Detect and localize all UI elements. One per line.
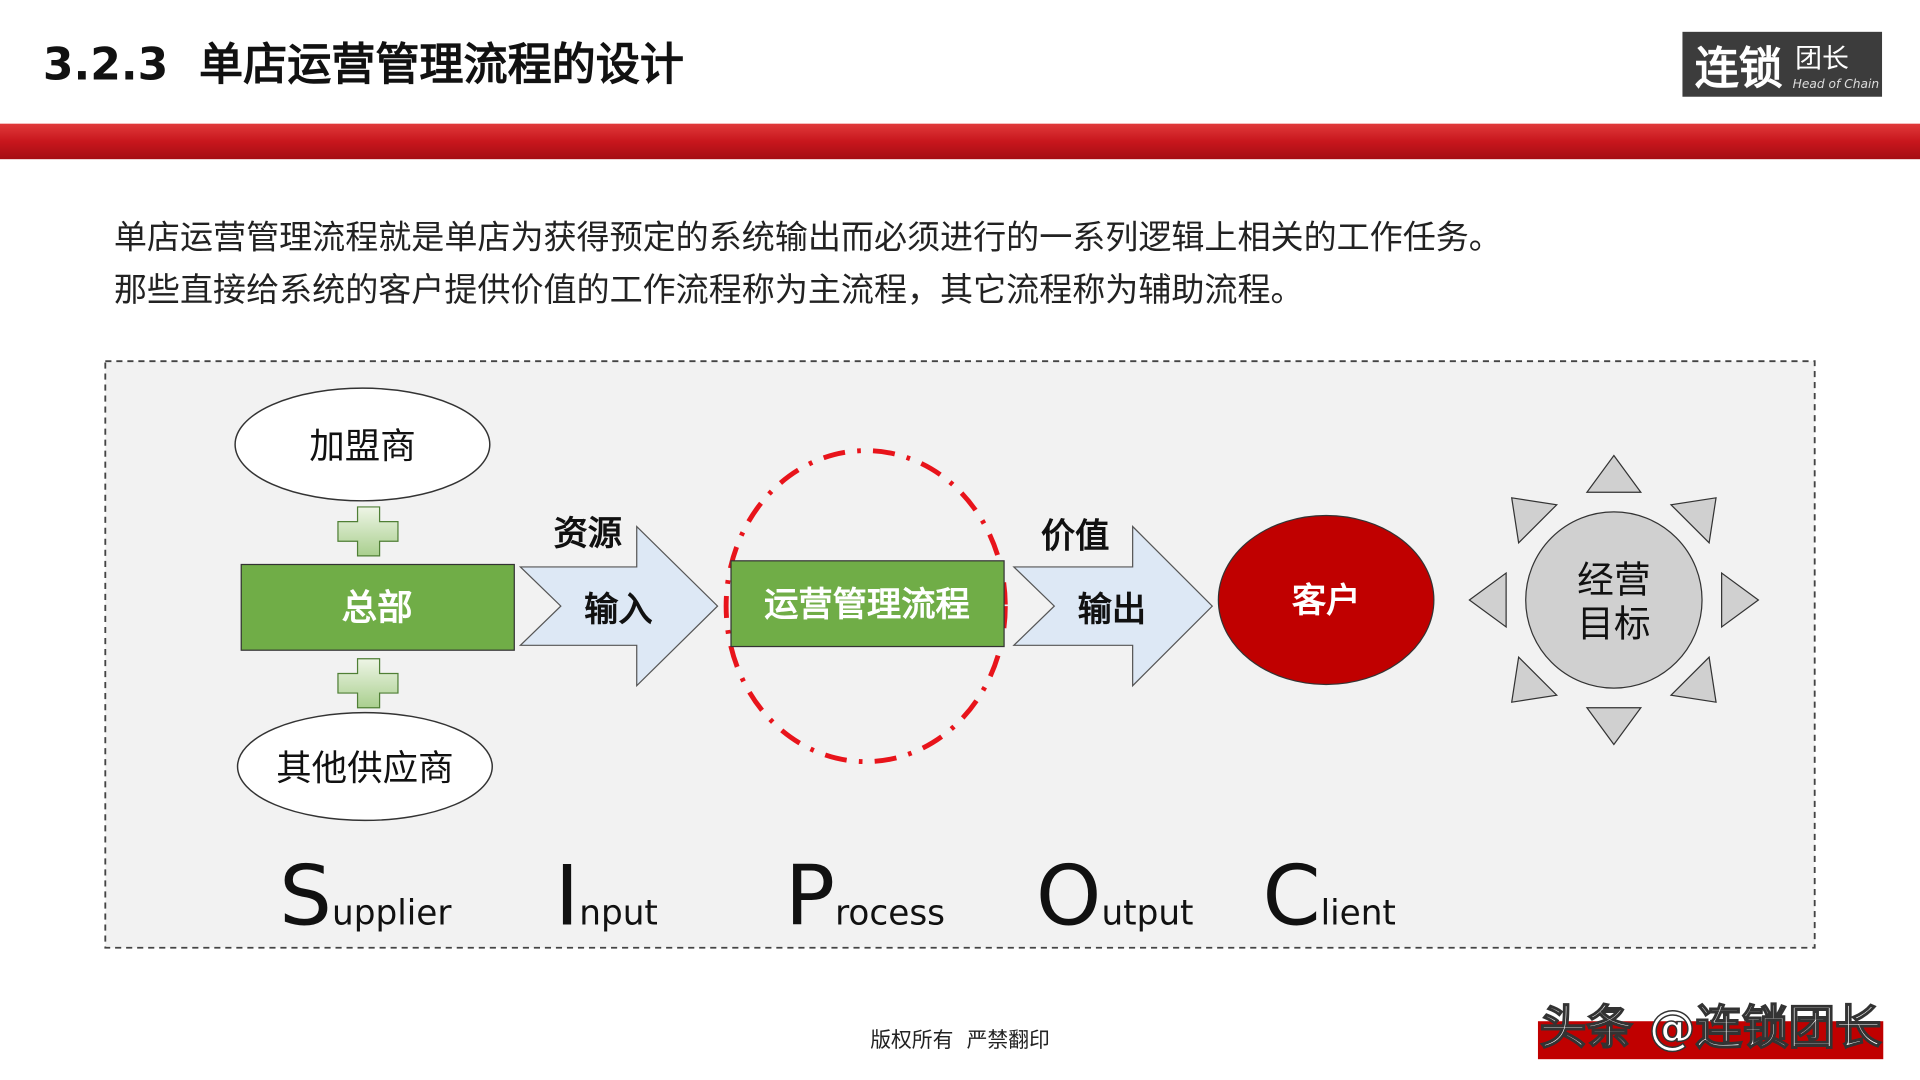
sipoc-row: Supplier Input Process Output Client [279, 847, 1396, 944]
sipoc-process: Process [785, 847, 945, 944]
sun-ray-triangle [1510, 655, 1559, 703]
other-suppliers-label: 其他供应商 [276, 748, 454, 789]
plus-icon [337, 506, 399, 557]
svg-text:团长: 团长 [1795, 43, 1849, 74]
page-title: 3.2.3 单店运营管理流程的设计 [43, 40, 684, 91]
sipoc-input: Input [555, 847, 658, 944]
copyright-text: 版权所有 严禁翻印 [870, 1028, 1050, 1052]
headquarters-box [240, 563, 515, 651]
output-label: 输出 [1078, 590, 1147, 630]
headquarters-label: 总部 [342, 588, 413, 629]
sun-ray-triangle [1585, 454, 1643, 493]
sipoc-output: Output [1036, 847, 1194, 944]
sun-ray-triangle [1468, 571, 1507, 629]
process-highlight-circle [723, 448, 1008, 765]
sipoc-supplier: Supplier [279, 847, 452, 944]
process-box [730, 560, 1005, 648]
sun-ray-triangle [1510, 497, 1559, 545]
input-top-label: 资源 [553, 514, 622, 554]
logo: 连锁 团长 Head of Chain [1682, 31, 1883, 97]
svg-text:Head of Chain: Head of Chain [1793, 77, 1880, 91]
client-ellipse [1217, 514, 1435, 686]
output-arrow [1012, 525, 1214, 688]
plus-icon [337, 658, 399, 709]
client-label: 客户 [1292, 581, 1361, 621]
svg-text:头条 @连锁团长: 头条 @连锁团长 [1540, 1000, 1882, 1054]
svg-text:连锁: 连锁 [1695, 43, 1783, 94]
sipoc-client: Client [1262, 847, 1395, 944]
watermark: 头条 @连锁团长 [1537, 1000, 1884, 1060]
goal-sun: 经营 目标 [1468, 454, 1760, 746]
intro-line-2: 那些直接给系统的客户提供价值的工作流程称为主流程，其它流程称为辅助流程。 [114, 270, 1304, 309]
input-arrow [518, 525, 719, 688]
franchisee-ellipse [234, 387, 491, 502]
sun-ray-triangle [1669, 655, 1717, 703]
output-top-label: 价值 [1041, 516, 1110, 556]
process-label: 运营管理流程 [764, 585, 970, 625]
other-suppliers-ellipse [236, 711, 493, 822]
intro-line-1: 单店运营管理流程就是单店为获得预定的系统输出而必须进行的一系列逻辑上相关的工作任… [114, 218, 1502, 257]
input-label: 输入 [584, 590, 653, 630]
sun-ray-triangle [1721, 571, 1760, 629]
goal-label-1: 经营 [1577, 559, 1650, 602]
franchisee-label: 加盟商 [309, 426, 416, 467]
sun-ray-triangle [1669, 497, 1717, 545]
goal-label-2: 目标 [1577, 603, 1650, 646]
header-red-bar [0, 123, 1920, 160]
sun-ray-triangle [1585, 707, 1643, 746]
